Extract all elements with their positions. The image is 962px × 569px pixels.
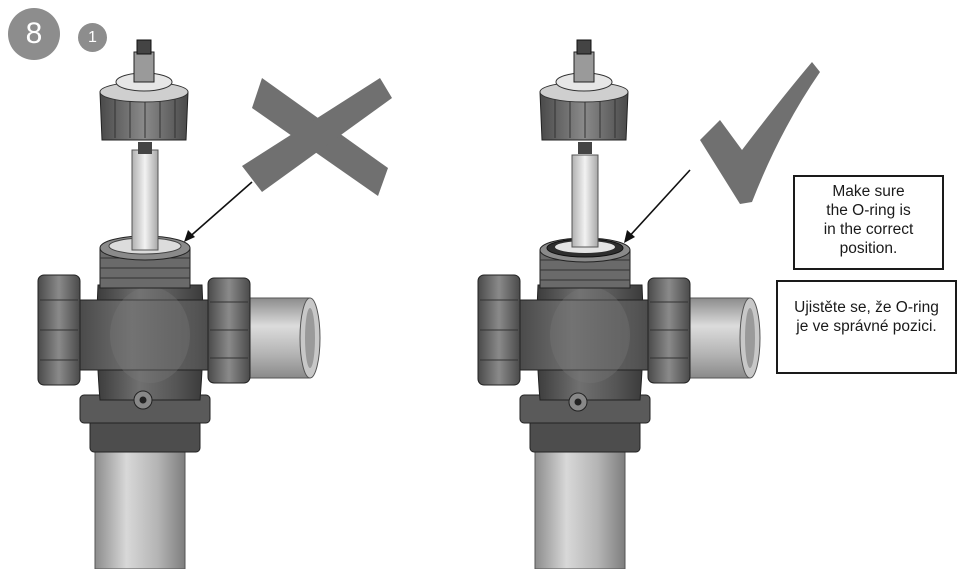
valve-assembly-incorrect (37, 39, 321, 569)
note-english-line-3: in the correct (823, 221, 914, 238)
valve-assembly-correct (477, 39, 761, 569)
note-english: Make sure the O-ring is in the correct p… (793, 175, 944, 270)
note-czech-line-2: je ve správné pozici. (796, 318, 937, 335)
substep-number-badge: 1 (78, 23, 107, 52)
step-number-badge: 8 (8, 8, 60, 60)
note-english-line-2: the O-ring is (826, 202, 911, 219)
note-czech: Ujistěte se, že O-ring je ve správné poz… (776, 280, 957, 374)
note-english-line-4: position. (839, 240, 898, 257)
note-czech-line-1: Ujistěte se, že O-ring (794, 299, 939, 316)
checkmark-icon (700, 62, 820, 204)
x-cross-icon (242, 78, 392, 196)
note-english-line-1: Make sure (832, 183, 905, 200)
